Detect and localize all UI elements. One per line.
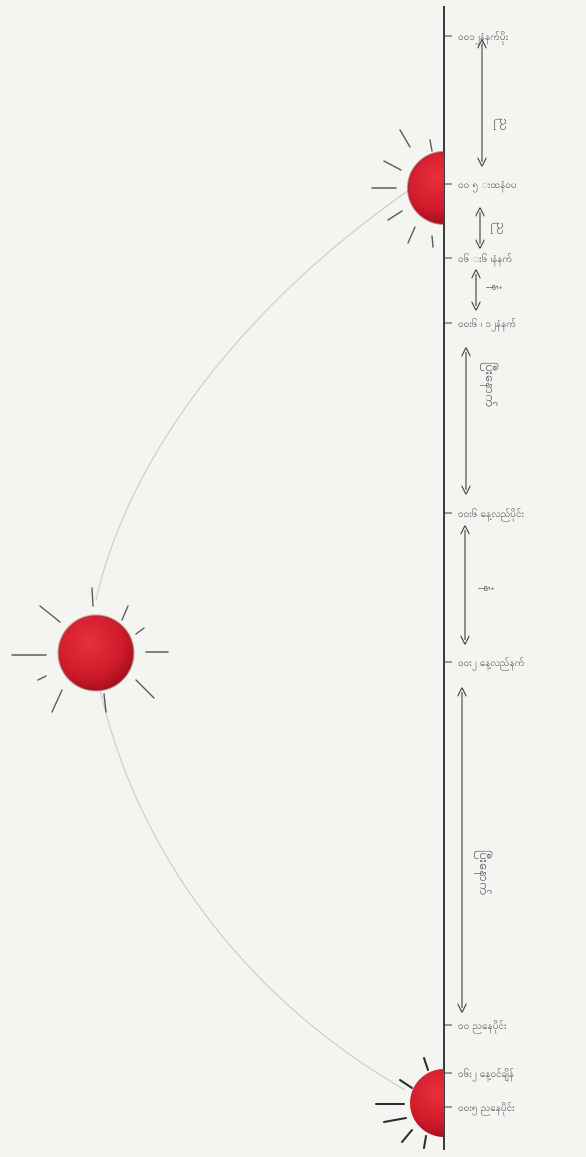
timeline-labels: ၀၀၁၂နံနက်ပိုး ၀၀ ၅ းထနံ၀ပ ၀၆ း၆ ၊နံနက် ၀… xyxy=(458,30,525,1116)
time-label: ၀၀ ညနေပိုင်း xyxy=(458,1019,507,1034)
time-label: ၀၀ ၅ းထနံ၀ပ xyxy=(458,180,517,193)
interval-label: ည xyxy=(494,118,511,131)
time-label: ၀၀း၂ နေ့လည်နက် xyxy=(458,656,525,671)
time-label: ၀၀း၅ ညနေပိုင်း xyxy=(458,1101,515,1116)
sun-path-arc xyxy=(96,188,412,1090)
sun-middle xyxy=(12,588,168,712)
time-label: ၀၆း၂ နေ့ဝင်ချိန် xyxy=(458,1067,514,1082)
timeline-ticks xyxy=(444,36,452,1107)
time-label: ၀၀၁၂နံနက်ပိုး xyxy=(458,30,509,45)
interval-label: ပြီးနောက် xyxy=(480,362,498,407)
interval-label: နံ xyxy=(478,585,495,592)
time-label: ၀၀း၆ နေ့လည်ပိုင်း xyxy=(458,507,524,522)
time-label: ၀၀း၆ ၊ ၁၂နံနက် xyxy=(458,317,516,332)
time-label: ၀၆ း၆ ၊နံနက် xyxy=(458,252,512,267)
interval-label: ပြီးနောက် xyxy=(474,850,492,895)
interval-label: နံ xyxy=(486,284,503,291)
interval-label: ည xyxy=(491,222,508,235)
